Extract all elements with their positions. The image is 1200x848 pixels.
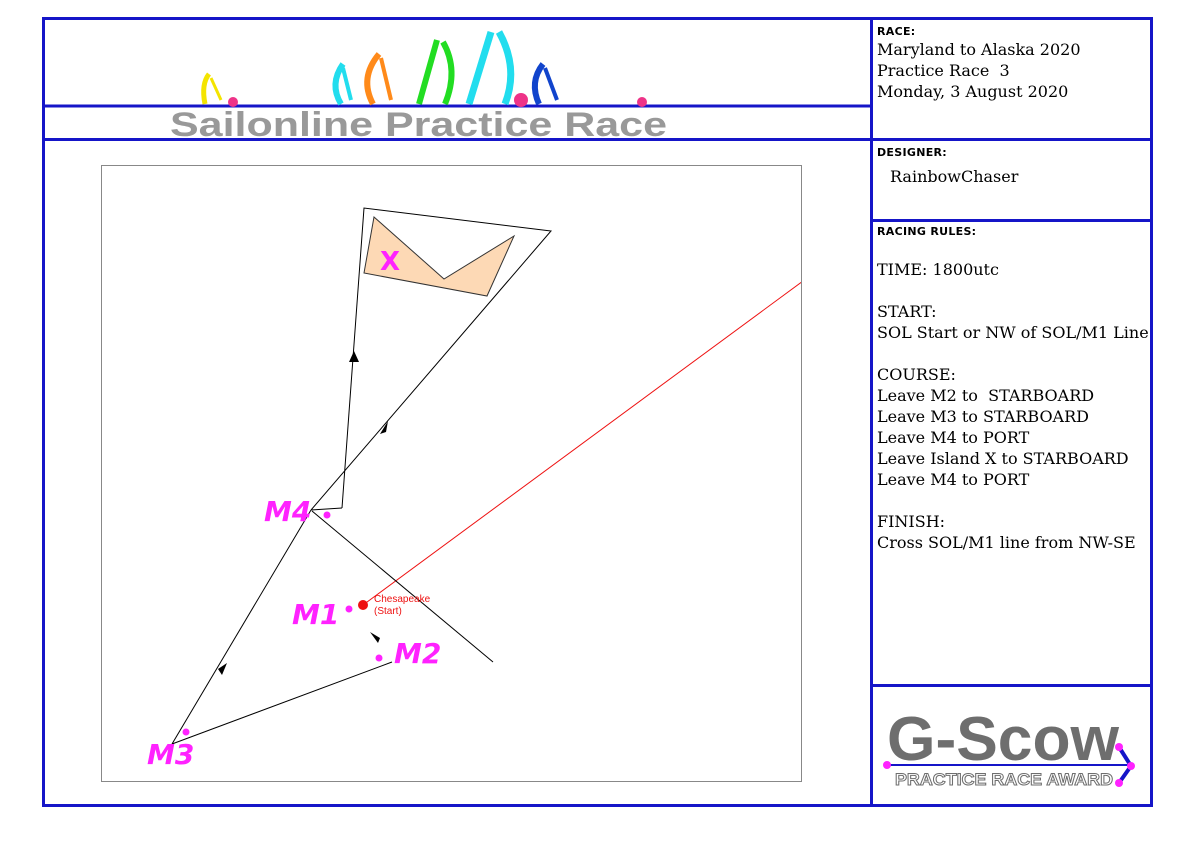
vertical-divider xyxy=(870,17,873,807)
course-arrow-icon xyxy=(349,351,359,362)
course-arrow-icon xyxy=(380,421,388,434)
start-mark xyxy=(358,600,368,610)
race-line-1: Maryland to Alaska 2020 xyxy=(877,40,1081,59)
island-x-label: X xyxy=(380,247,400,277)
award-panel: G-Scow PRACTICE RACE AWARD xyxy=(873,687,1150,804)
start-label-line2: (Start) xyxy=(374,606,402,617)
course-leg xyxy=(310,207,552,511)
designer-divider xyxy=(870,219,1153,222)
rules-course-item: Leave M4 to PORT xyxy=(877,470,1030,489)
rules-course-item: Leave Island X to STARBOARD xyxy=(877,449,1129,468)
race-info-panel: RACE: Maryland to Alaska 2020 Practice R… xyxy=(873,20,1150,138)
course-leg xyxy=(311,510,494,663)
banner-graphic: Sailonline Practice Race xyxy=(45,30,870,138)
rules-time: TIME: 1800utc xyxy=(877,260,999,279)
banner-title: Sailonline Practice Race xyxy=(170,106,667,138)
orange-sail-icon xyxy=(364,52,382,106)
island-x xyxy=(363,216,516,297)
designer-panel: DESIGNER: RainbowChaser xyxy=(873,141,1150,219)
rules-start-text: SOL Start or NW of SOL/M1 Line xyxy=(877,323,1149,342)
rules-course-item: Leave M4 to PORT xyxy=(877,428,1030,447)
course-map: Chesapeake (Start) M1 M2 M3 M4 X xyxy=(101,165,802,782)
rules-course-item: Leave M2 to STARBOARD xyxy=(877,386,1095,405)
mark-m4-label: M4 xyxy=(264,495,311,528)
banner-dot xyxy=(514,93,528,107)
mark-m1-dot xyxy=(345,605,353,613)
course-leg xyxy=(171,509,312,745)
race-line-2: Practice Race 3 xyxy=(877,61,1010,80)
course-leg xyxy=(310,507,343,511)
start-label-line1: Chesapeake xyxy=(374,594,431,605)
rules-label: RACING RULES: xyxy=(877,225,977,238)
cyan-sail-icon xyxy=(332,62,346,106)
rules-panel: RACING RULES: TIME: 1800utc START: SOL S… xyxy=(873,222,1150,684)
course-leg xyxy=(171,661,393,745)
course-map-svg: Chesapeake (Start) M1 M2 M3 M4 X xyxy=(147,207,801,771)
rules-finish-text: Cross SOL/M1 line from NW-SE xyxy=(877,533,1136,552)
banner-dot xyxy=(637,97,647,107)
cyan-big-sail-icon xyxy=(465,30,495,106)
rules-course-heading: COURSE: xyxy=(877,365,956,384)
banner: Sailonline Practice Race xyxy=(45,20,870,138)
award-logo: G-Scow PRACTICE RACE AWARD xyxy=(883,705,1135,790)
award-subtitle: PRACTICE RACE AWARD xyxy=(895,770,1113,789)
award-title: G-Scow xyxy=(887,705,1120,774)
award-divider xyxy=(870,684,1153,687)
blue-sail-icon xyxy=(531,62,546,106)
mark-m1-label: M1 xyxy=(292,598,339,631)
mark-m4-dot xyxy=(323,511,331,519)
mark-m3-dot xyxy=(182,728,190,736)
rules-course-item: Leave M3 to STARBOARD xyxy=(877,407,1089,426)
mark-m2-dot xyxy=(375,654,383,662)
yellow-sail-icon xyxy=(201,72,212,105)
course-arrow-icon xyxy=(370,632,380,643)
mark-m3-label: M3 xyxy=(147,738,194,771)
start-line xyxy=(362,281,801,606)
banner-divider xyxy=(42,138,1153,141)
course-arrow-icon xyxy=(218,663,227,675)
outer-frame xyxy=(42,17,1153,807)
designer-label: DESIGNER: xyxy=(877,146,947,159)
mark-m2-label: M2 xyxy=(394,637,441,670)
rules-start-heading: START: xyxy=(877,302,937,321)
green-sail-icon xyxy=(416,39,440,105)
designer-name: RainbowChaser xyxy=(890,167,1019,186)
race-label: RACE: xyxy=(877,25,916,38)
banner-dot xyxy=(228,97,238,107)
race-line-3: Monday, 3 August 2020 xyxy=(877,82,1069,101)
rules-finish-heading: FINISH: xyxy=(877,512,946,531)
